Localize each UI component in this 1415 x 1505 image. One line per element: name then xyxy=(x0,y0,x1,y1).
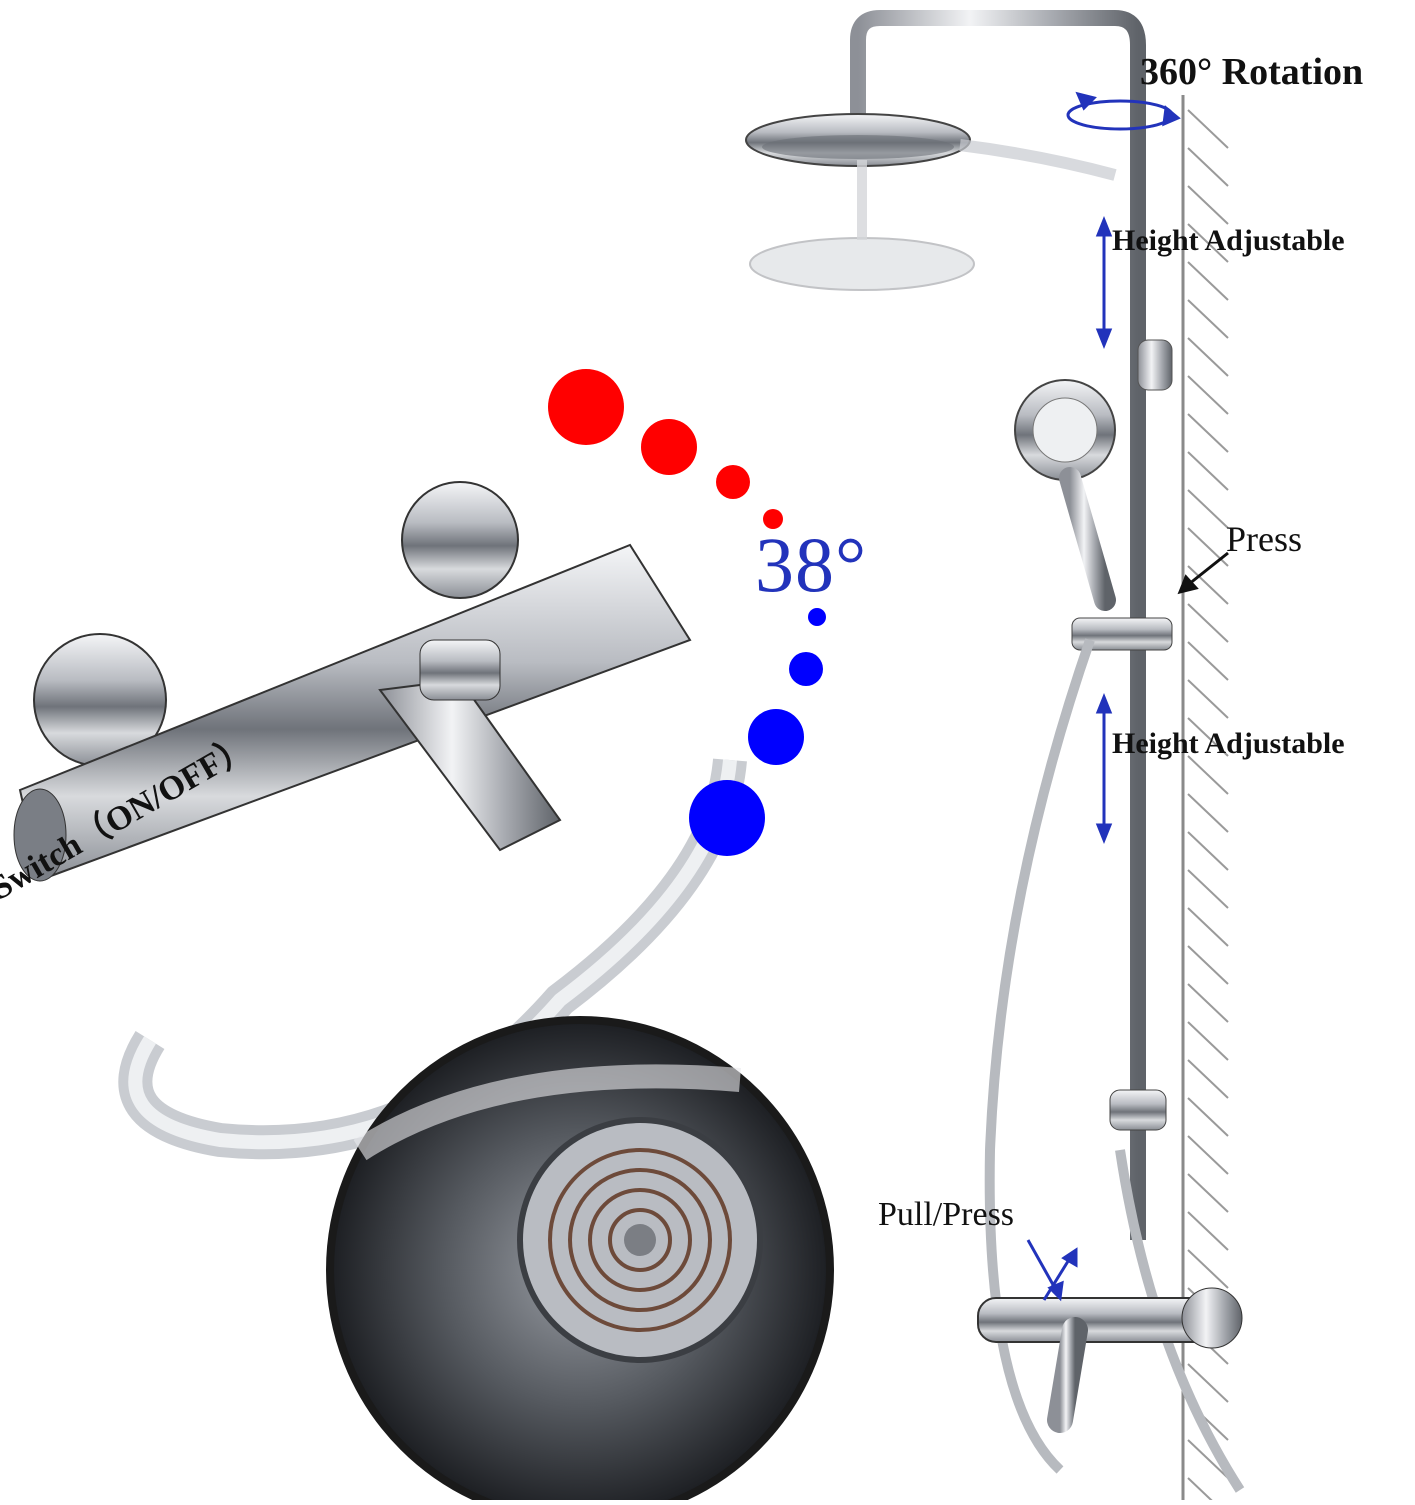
wall-hatch-line xyxy=(1187,641,1229,681)
diverter xyxy=(1109,1089,1167,1131)
rotation-label: 360° Rotation xyxy=(1140,51,1364,93)
wall-hatch-line xyxy=(1187,185,1229,225)
wall-hatch-line xyxy=(1187,1097,1229,1137)
wall-hatch-line xyxy=(1187,869,1229,909)
wall-hatch-line xyxy=(1187,413,1229,453)
hot-dot-1 xyxy=(548,369,624,445)
wall-hatch-line xyxy=(1187,1059,1229,1099)
spout-aerator-zoom xyxy=(326,1016,834,1505)
wall-hatch-line xyxy=(1187,793,1229,833)
cold-dot-1 xyxy=(808,608,826,626)
wall-hatch-line xyxy=(1187,451,1229,491)
pull-press-label: Pull/Press xyxy=(878,1196,1015,1233)
wall-hatch-line xyxy=(1187,717,1229,757)
hot-dot-2 xyxy=(641,419,697,475)
hot-dot-3 xyxy=(716,465,750,499)
wall-hatch-line xyxy=(1187,1211,1229,1251)
height-arrow-icon xyxy=(1095,215,1113,845)
press-arrow-icon xyxy=(1177,551,1229,595)
wall-hatch-line xyxy=(1187,489,1229,529)
handheld-shower xyxy=(984,339,1245,1493)
wall-hatch-line xyxy=(1187,299,1229,339)
wall-hatch-line xyxy=(1187,983,1229,1023)
wall-hatch-line xyxy=(1187,679,1229,719)
wall-hatch-line xyxy=(1187,831,1229,871)
cold-dot-3 xyxy=(748,709,804,765)
cold-dot-2 xyxy=(789,652,823,686)
small-thermostatic-mixer xyxy=(977,1287,1243,1433)
wall-hatch-line xyxy=(1187,1021,1229,1061)
wall-hatch-line xyxy=(1187,1135,1229,1175)
hot-dot-4 xyxy=(763,509,783,529)
wall-hatch-line xyxy=(1187,109,1229,149)
wall-hatch-line xyxy=(1187,337,1229,377)
wall-hatch-line xyxy=(1187,1249,1229,1289)
wall-hatch-line xyxy=(1187,261,1229,301)
cold-dot-4 xyxy=(689,780,765,856)
wall-hatch-line xyxy=(1187,1363,1229,1403)
wall-hatch-line xyxy=(1187,527,1229,567)
temperature-label: 38° xyxy=(755,521,868,608)
wall-hatch-line xyxy=(1187,945,1229,985)
wall-hatch-line xyxy=(1187,1439,1229,1479)
wall-hatch-line xyxy=(1187,603,1229,643)
wall-hatch-line xyxy=(1187,1477,1218,1505)
pull-press-arrow-icon xyxy=(1026,1239,1078,1302)
wall-hatch-line xyxy=(1187,147,1229,187)
wall-hatch-line xyxy=(1187,907,1229,947)
rain-shower-head xyxy=(745,10,1146,1240)
height-adjustable-lower-label: Height Adjustable xyxy=(1112,727,1345,760)
wall-hatch-line xyxy=(1187,565,1229,605)
wall-hatch-line xyxy=(1187,375,1229,415)
wall-hatch-line xyxy=(1187,755,1229,795)
temperature-dots xyxy=(548,369,826,856)
wall-hatch-line xyxy=(1187,1173,1229,1213)
wall-hatching xyxy=(1181,95,1229,1505)
rotation-arrow-icon xyxy=(1066,91,1181,131)
height-adjustable-upper-label: Height Adjustable xyxy=(1112,224,1345,257)
wall-hatch-line xyxy=(1187,223,1229,263)
press-label: Press xyxy=(1226,519,1303,559)
